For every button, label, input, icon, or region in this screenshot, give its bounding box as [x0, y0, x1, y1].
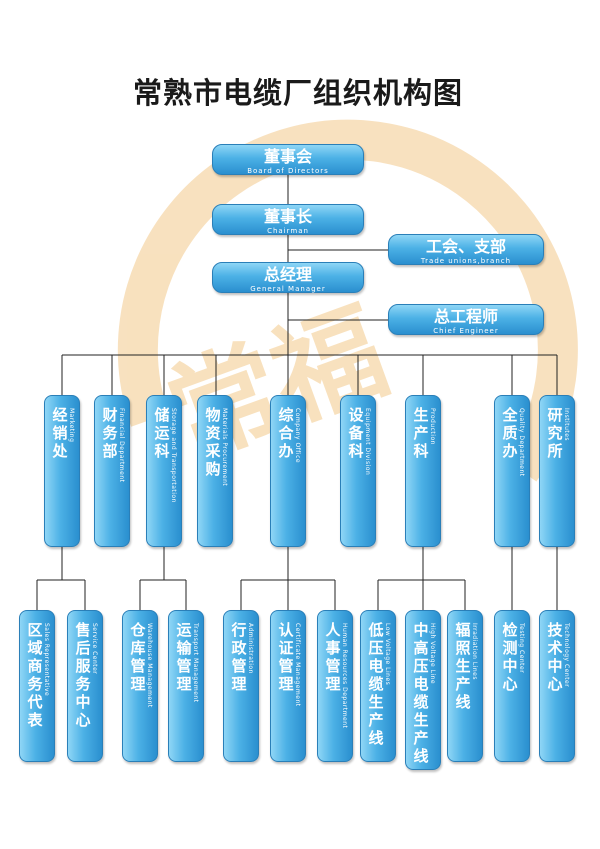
box-label: 生产科: [413, 406, 429, 460]
box-sublabel: Human Resources Department: [341, 623, 348, 729]
box-label: 财务部: [102, 406, 118, 460]
box-label: 行政管理: [231, 621, 247, 693]
box-label: 工会、支部: [425, 237, 506, 256]
box-sublabel: Board of Directors: [247, 167, 329, 175]
chief-engineer-box[interactable]: 总工程师 Chief Engineer: [388, 304, 544, 335]
box-label: 售后服务中心: [75, 621, 91, 729]
box-label: 辐照生产线: [455, 621, 471, 711]
box-sublabel: Marketing: [68, 408, 75, 443]
box-label: 运输管理: [176, 621, 192, 693]
box-label: 储运科: [154, 406, 170, 460]
box-sublabel: Trade unions,branch: [420, 257, 512, 265]
board-of-directors-box[interactable]: 董事会 Board of Directors: [212, 144, 364, 175]
box-label: 全质办: [502, 406, 518, 460]
box-label: 物资采购: [205, 406, 221, 478]
unit-testing-center[interactable]: 检测中心 Testing Center: [494, 610, 530, 762]
unit-administration[interactable]: 行政管理 Administration: [223, 610, 259, 762]
box-sublabel: High Voltage Line: [429, 623, 436, 685]
box-sublabel: Administration: [247, 623, 254, 674]
box-label: 经销处: [52, 406, 68, 460]
page-title: 常熟市电缆厂组织机构图: [133, 76, 464, 110]
unit-service-center[interactable]: 售后服务中心 Service Center: [67, 610, 103, 762]
box-sublabel: Chairman: [267, 227, 309, 235]
box-label: 人事管理: [325, 621, 341, 693]
box-sublabel: Storage and Transportation: [170, 408, 177, 503]
box-label: 仓库管理: [130, 621, 146, 693]
box-sublabel: Low Voltage Lines: [384, 623, 391, 686]
unit-warehouse[interactable]: 仓库管理 Warehouse Management: [122, 610, 158, 762]
box-sublabel: Company Office: [294, 408, 301, 464]
dept-company-office[interactable]: 综合办 Company Office: [270, 395, 306, 547]
unit-sales-representative[interactable]: 区域商务代表 Sales Representative: [19, 610, 55, 762]
box-label: 技术中心: [547, 621, 563, 693]
box-sublabel: Institutes: [563, 408, 570, 442]
box-label: 认证管理: [278, 621, 294, 693]
trade-unions-box[interactable]: 工会、支部 Trade unions,branch: [388, 234, 544, 265]
unit-irradiation[interactable]: 辐照生产线 Irradiation Lines: [447, 610, 483, 762]
unit-transport[interactable]: 运输管理 Transport Management: [168, 610, 204, 762]
box-label: 董事长: [263, 207, 312, 226]
unit-high-voltage[interactable]: 中高压电缆生产线 High Voltage Line: [405, 610, 441, 770]
box-sublabel: Transport Management: [192, 623, 199, 703]
chairman-box[interactable]: 董事长 Chairman: [212, 204, 364, 235]
box-label: 区域商务代表: [27, 621, 43, 729]
box-label: 设备科: [348, 406, 364, 460]
box-sublabel: Quality Department: [518, 408, 525, 477]
unit-human-resources[interactable]: 人事管理 Human Resources Department: [317, 610, 353, 762]
unit-low-voltage[interactable]: 低压电缆生产线 Low Voltage Lines: [360, 610, 396, 762]
box-label: 总工程师: [433, 307, 498, 326]
box-sublabel: Testing Center: [518, 623, 525, 674]
dept-institutes[interactable]: 研究所 Institutes: [539, 395, 575, 547]
box-sublabel: Technology Center: [563, 623, 570, 688]
box-sublabel: Sales Representative: [43, 623, 50, 697]
dept-production[interactable]: 生产科 Production: [405, 395, 441, 547]
dept-marketing[interactable]: 经销处 Marketing: [44, 395, 80, 547]
dept-storage[interactable]: 储运科 Storage and Transportation: [146, 395, 182, 547]
unit-technology-center[interactable]: 技术中心 Technology Center: [539, 610, 575, 762]
box-sublabel: Irradiation Lines: [471, 623, 478, 680]
box-label: 低压电缆生产线: [368, 621, 384, 747]
unit-certificate[interactable]: 认证管理 Certificate Management: [270, 610, 306, 762]
box-label: 总经理: [263, 265, 312, 284]
box-sublabel: Certificate Management: [294, 623, 301, 707]
box-sublabel: Materials Procurement: [221, 408, 228, 487]
dept-quality[interactable]: 全质办 Quality Department: [494, 395, 530, 547]
box-sublabel: Chief Engineer: [433, 327, 499, 335]
box-label: 综合办: [278, 406, 294, 460]
dept-financial[interactable]: 财务部 Financial Department: [94, 395, 130, 547]
box-label: 中高压电缆生产线: [413, 621, 429, 765]
box-label: 检测中心: [502, 621, 518, 693]
box-label: 董事会: [263, 147, 312, 166]
dept-equipment[interactable]: 设备科 Equipment Division: [340, 395, 376, 547]
box-sublabel: Warehouse Management: [146, 623, 153, 708]
box-sublabel: General Manager: [250, 285, 326, 293]
dept-procurement[interactable]: 物资采购 Materials Procurement: [197, 395, 233, 547]
box-label: 研究所: [547, 406, 563, 460]
box-sublabel: Equipment Division: [364, 408, 371, 476]
general-manager-box[interactable]: 总经理 General Manager: [212, 262, 364, 293]
box-sublabel: Financial Department: [118, 408, 125, 483]
box-sublabel: Production: [429, 408, 436, 445]
box-sublabel: Service Center: [91, 623, 98, 675]
